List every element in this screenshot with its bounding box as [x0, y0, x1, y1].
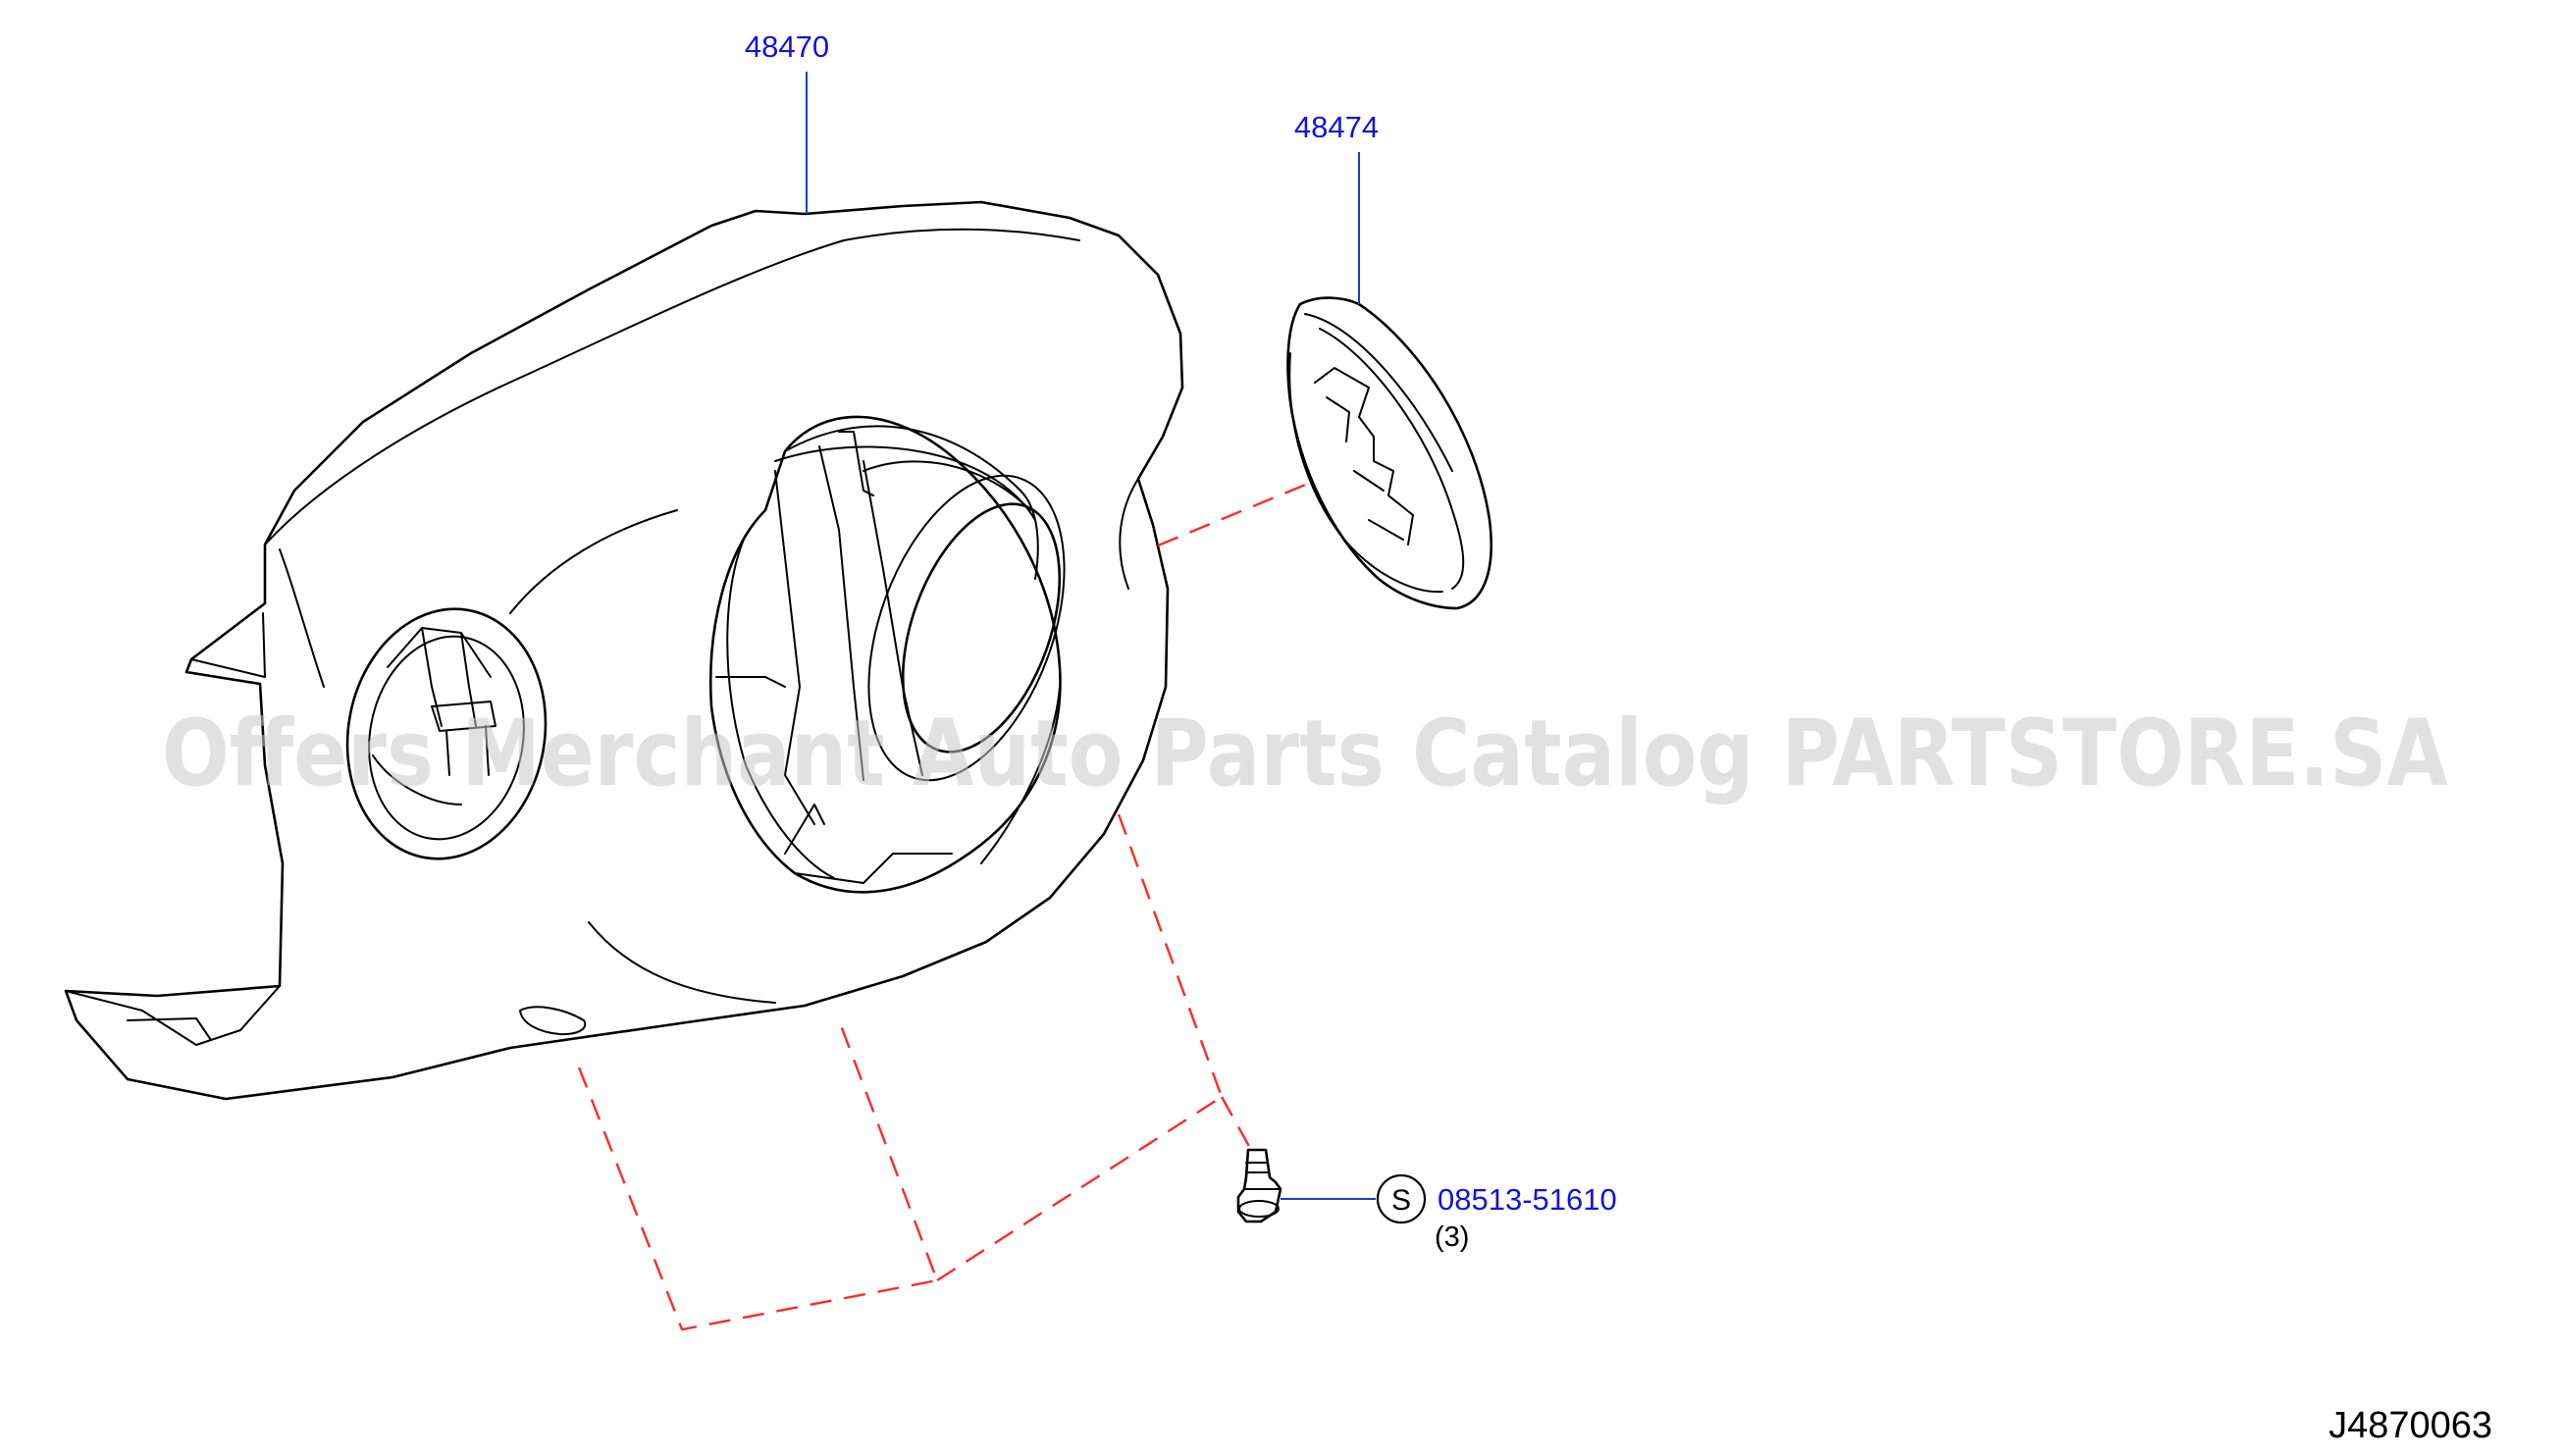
part-number-08513-51610[interactable]: 08513-51610	[1438, 1182, 1617, 1217]
supplied-symbol-circle	[1376, 1173, 1427, 1224]
part-number-48474[interactable]: 48474	[1294, 110, 1379, 144]
part-quantity: (3)	[1435, 1222, 1469, 1253]
supplied-symbol-letter: S	[1391, 1184, 1411, 1217]
part-labels: 48470 48474 S 08513-51610 (3) J4870063	[745, 29, 2492, 1446]
assembly-dash-lines	[577, 479, 1316, 1331]
leader-lines	[806, 72, 1376, 1200]
screw-drawing	[1236, 1148, 1282, 1223]
cover-bezel-drawing	[1286, 296, 1493, 610]
part-number-48470[interactable]: 48470	[745, 29, 829, 64]
column-cover-drawing	[64, 200, 1184, 1101]
drawing-code: J4870063	[2328, 1405, 2492, 1446]
watermark-text: Offers Merchant Auto Parts Catalog PARTS…	[162, 701, 2448, 807]
